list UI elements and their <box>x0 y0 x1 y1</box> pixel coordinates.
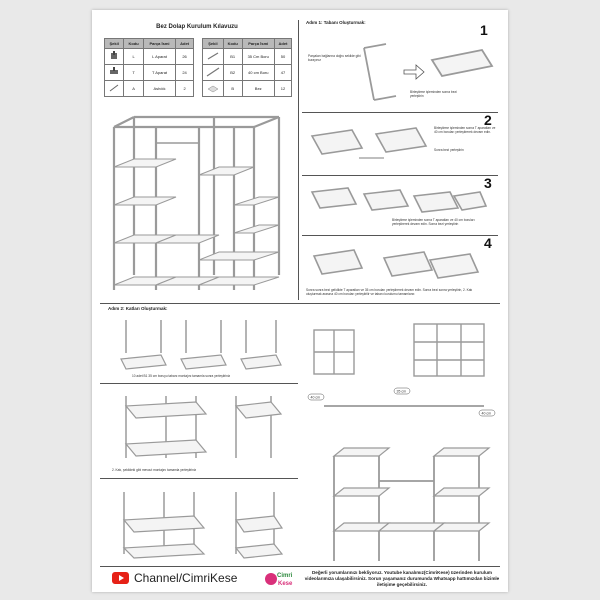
step3-note: Birleştirme işleminden sonra T aparatlar… <box>392 218 475 226</box>
col-code: Kodu <box>123 38 144 49</box>
fabric-panel-icon <box>202 80 224 97</box>
table-row: B2 40 cm Boru 47 <box>202 64 293 81</box>
col-shape: Şekil <box>103 38 125 49</box>
finished-wardrobe-illustration <box>112 115 281 290</box>
part-code: T <box>123 64 144 81</box>
step-divider <box>100 383 298 384</box>
step2-number: 2 <box>484 112 492 128</box>
cimrikese-logo: Cimri Kese <box>264 569 293 594</box>
step1-note2: Birleştirme işleminden sonra bezi yerleş… <box>410 90 457 98</box>
levels-diagram-2 <box>124 396 283 458</box>
parts-table-left: Şekil Kodu Parça İsmi Adet L L Aparat 26… <box>103 38 194 97</box>
step3-number: 3 <box>484 175 492 191</box>
part-qty: 12 <box>273 80 293 97</box>
channel-name[interactable]: Channel/CimriKese <box>134 571 238 585</box>
step2b-note2: 2. Katı, şekildeki gibi mevcut montajını… <box>112 468 197 472</box>
step2-note2: Sonra bezi yerleştirin <box>434 148 464 152</box>
pipe-40-icon <box>202 64 224 81</box>
part-code: A <box>123 80 144 97</box>
col-part-name: Parça İsmi <box>142 38 177 49</box>
footer-divider <box>100 566 500 567</box>
part-code: B1 <box>222 48 243 65</box>
footer-message: Değerli yorumlarınızı bekliyoruz. Youtub… <box>304 570 500 587</box>
part-code: B <box>222 80 243 97</box>
step-divider <box>302 235 498 236</box>
pipe-label: 35 cm <box>397 390 407 394</box>
step-divider <box>100 478 298 479</box>
step4-diagram <box>312 249 480 279</box>
step-divider <box>302 112 498 113</box>
col-code: Kodu <box>222 38 243 49</box>
t-bracket-icon <box>103 64 125 81</box>
part-qty: 26 <box>175 48 194 65</box>
table-header-row: Şekil Kodu Parça İsmi Adet <box>202 38 293 49</box>
table-row: B Bez 12 <box>202 80 293 97</box>
step4-number: 4 <box>484 235 492 251</box>
table-header-row: Şekil Kodu Parça İsmi Adet <box>103 38 194 49</box>
part-qty: 47 <box>273 64 293 81</box>
step2-diagram <box>310 127 428 159</box>
table-row: A Ashılık 2 <box>103 80 194 97</box>
step1-note: Parçaları bağlarına doğru sekilde gibi k… <box>308 54 361 62</box>
step-divider <box>302 175 498 176</box>
table-row: B1 35 Cm Boru 50 <box>202 48 293 65</box>
step2b-title: Adım 2: Katları Oluşturmak: <box>108 306 168 311</box>
guide-title: Bez Dolap Kurulum Kılavuzu <box>156 24 238 30</box>
step2b-note: 10 adet B1 35 cm boruyu tabanı montajını… <box>132 374 231 378</box>
col-part-name: Parça İsmi <box>241 38 275 49</box>
part-name: Bez <box>241 80 275 97</box>
pipe-label: 40 cm <box>311 396 321 400</box>
col-qty: Adet <box>175 38 194 49</box>
l-bracket-icon <box>103 48 125 65</box>
step4-note: Sonra sonra bezi gelidikte T aparatları … <box>306 288 473 296</box>
part-name: 40 cm Boru <box>241 64 275 81</box>
part-qty: 24 <box>175 64 194 81</box>
levels-diagram-3 <box>122 492 284 559</box>
pipe-35-icon <box>202 48 224 65</box>
arrow-right-icon <box>403 64 425 80</box>
table-row: T T Aparat 24 <box>103 64 194 81</box>
step1-diagram <box>363 43 494 101</box>
step3-diagram <box>310 187 488 213</box>
part-qty: 2 <box>175 80 194 97</box>
assembly-diagram-upper <box>313 323 485 377</box>
part-name: Ashılık <box>142 80 177 97</box>
part-qty: 50 <box>273 48 293 65</box>
part-name: 35 Cm Boru <box>241 48 275 65</box>
step2-note: Birleştirme işleminden sonra T aparatlar… <box>434 126 496 134</box>
col-shape: Şekil <box>202 38 224 49</box>
youtube-icon <box>112 572 129 584</box>
step1-title: Adım 1: Tabanı Oluşturmak: <box>306 20 366 25</box>
vertical-divider <box>298 20 299 300</box>
section-divider <box>100 303 500 304</box>
assembly-diagram-final: 40 cm 35 cm 40 cm <box>307 387 496 561</box>
step1-number: 1 <box>480 22 488 38</box>
part-code: L <box>123 48 144 65</box>
levels-diagram-1 <box>120 320 282 370</box>
logo-mark-icon <box>265 573 277 585</box>
part-name: L Aparat <box>142 48 177 65</box>
pipe-label: 40 cm <box>482 412 492 416</box>
col-qty: Adet <box>273 38 293 49</box>
logo-text-line2: Kese <box>278 581 293 587</box>
instruction-sheet: Bez Dolap Kurulum Kılavuzu Şekil Kodu Pa… <box>92 10 508 592</box>
table-row: L L Aparat 26 <box>103 48 194 65</box>
part-name: T Aparat <box>142 64 177 81</box>
parts-table-right: Şekil Kodu Parça İsmi Adet B1 35 Cm Boru… <box>202 38 293 97</box>
hanger-rod-icon <box>103 80 125 97</box>
part-code: B2 <box>222 64 243 81</box>
logo-text-line1: Cimri <box>277 573 293 579</box>
